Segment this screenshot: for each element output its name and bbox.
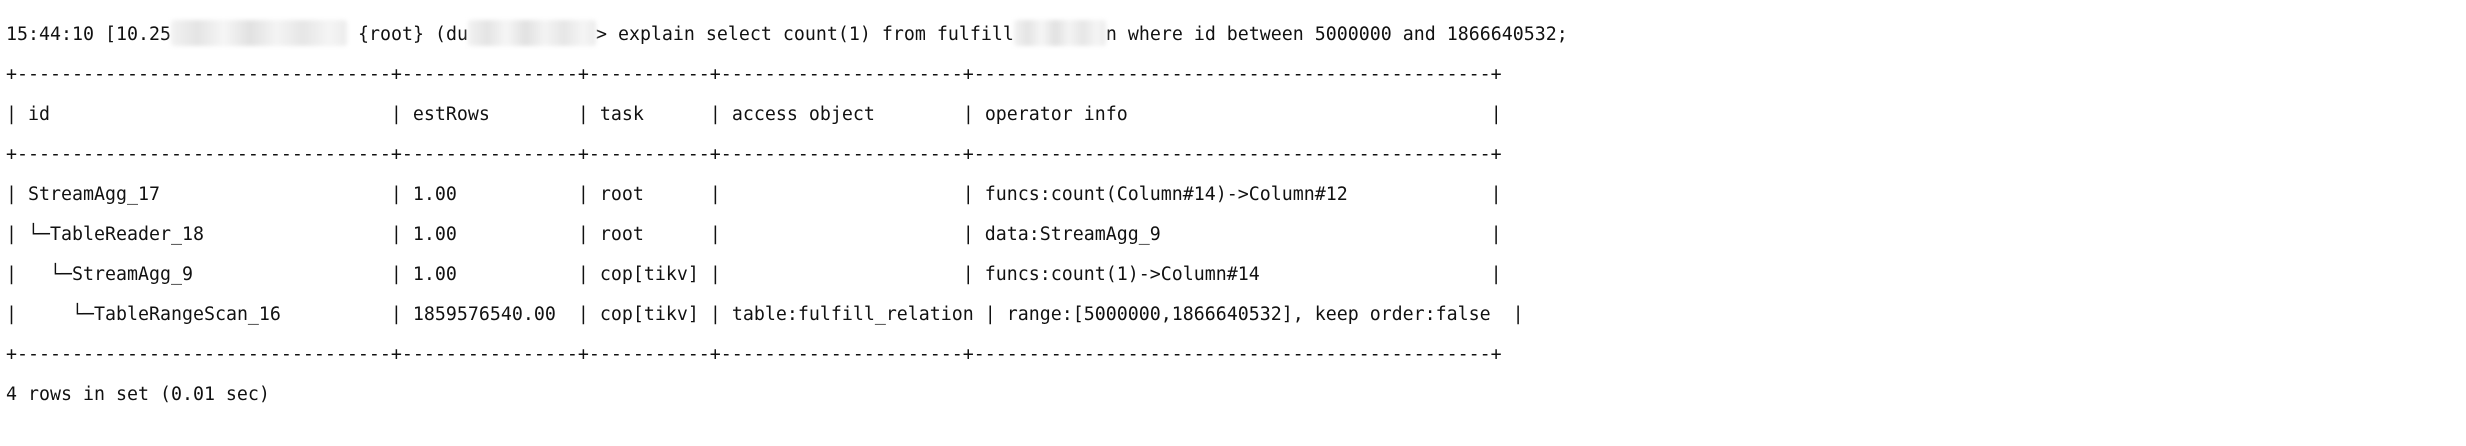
cell-task: cop[tikv] [599,264,699,285]
cell-access-object: table:fulfill_relation [731,304,974,325]
cell-est-rows: 1859576540.00 [412,304,556,325]
table-row: | StreamAgg_17 | 1.00 | root | | funcs:c… [6,184,1502,205]
sql-command-end: n where id between 5000000 and 186664053… [1105,24,1568,45]
command-prompt-line: 15:44:10 [10.25 {root} (du > explain sele… [6,15,1568,55]
column-header-id: id [28,104,50,125]
cell-operator-info: funcs:count(Column#14)->Column#12 [984,184,1348,205]
redacted-database-blur [467,20,596,46]
table-header-border: +----------------------------------+----… [6,144,1502,165]
cell-operator-info: data:StreamAgg_9 [984,224,1161,245]
column-header-est-rows: estRows [412,104,490,125]
prompt-database: (du [434,24,468,45]
table-header-row: | id | estRows | task | access object | … [6,104,1502,125]
result-summary: 4 rows in set (0.01 sec) [6,384,270,405]
cell-operator-info: range:[5000000,1866640532], keep order:f… [1006,304,1491,325]
table-bottom-border: +----------------------------------+----… [6,344,1502,365]
cell-est-rows: 1.00 [412,224,457,245]
cell-id: └─TableReader_18 [28,224,204,245]
prompt-time: 15:44:10 [6,24,94,45]
cell-task: root [599,224,644,245]
redacted-host-blur [170,20,347,46]
cell-operator-info: funcs:count(1)->Column#14 [984,264,1260,285]
column-header-operator-info: operator info [984,104,1128,125]
column-header-task: task [599,104,644,125]
terminal-window[interactable]: 15:44:10 [10.25 {root} (du > explain sele… [6,0,2462,446]
cell-id: StreamAgg_17 [28,184,160,205]
table-row: | └─StreamAgg_9 | 1.00 | cop[tikv] | | f… [6,264,1502,285]
prompt-host: [10.25 [104,24,171,45]
cell-task: cop[tikv] [599,304,699,325]
prompt-user: {root} [357,24,424,45]
cell-id: └─TableRangeScan_16 [28,304,281,325]
cell-est-rows: 1.00 [412,184,457,205]
sql-command-start: > explain select count(1) from fulfill [595,24,1014,45]
cell-task: root [599,184,644,205]
column-header-access-object: access object [731,104,875,125]
table-row: | └─TableRangeScan_16 | 1859576540.00 | … [6,304,1524,325]
redacted-table-name-blur [1013,20,1106,46]
table-top-border: +----------------------------------+----… [6,64,1502,85]
table-row: | └─TableReader_18 | 1.00 | root | | dat… [6,224,1502,245]
cell-est-rows: 1.00 [412,264,457,285]
cell-id: └─StreamAgg_9 [28,264,193,285]
